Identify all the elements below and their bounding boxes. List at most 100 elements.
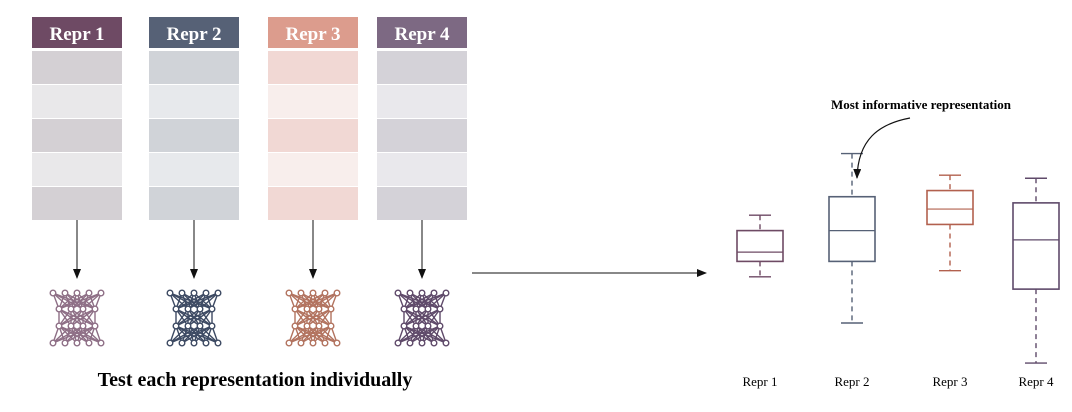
net-edge	[403, 292, 423, 310]
net-edge	[58, 308, 84, 327]
net-edge	[52, 325, 84, 344]
net-edge	[70, 292, 102, 310]
repr-header-label: Repr 2	[166, 24, 221, 45]
net-node	[321, 289, 329, 297]
repr-row	[32, 153, 122, 186]
repr-row	[268, 119, 358, 152]
repr-row	[377, 51, 467, 84]
net-node	[315, 305, 323, 313]
net-node	[436, 322, 444, 330]
repr-row	[268, 85, 358, 118]
repr-row	[149, 153, 239, 186]
net-edge	[415, 292, 447, 310]
net-edge	[175, 308, 201, 327]
net-edge	[82, 292, 102, 310]
net-node	[418, 339, 426, 347]
net-edge	[306, 292, 338, 310]
net-edge	[52, 325, 96, 344]
net-node	[214, 339, 222, 347]
repr-row	[268, 51, 358, 84]
net-edge	[199, 292, 219, 310]
net-edge	[187, 308, 213, 327]
net-node	[97, 339, 105, 347]
net-node	[291, 322, 299, 330]
category-label: Repr 3	[932, 374, 967, 389]
net-node	[285, 339, 293, 347]
category-label: Repr 4	[1018, 374, 1054, 389]
repr-row	[32, 187, 122, 220]
net-node	[400, 305, 408, 313]
net-edge	[288, 325, 308, 344]
repr-row	[268, 153, 358, 186]
repr-header-1	[32, 17, 122, 48]
net-node	[424, 305, 432, 313]
repr-row	[377, 153, 467, 186]
box	[828, 195, 876, 263]
net-node	[190, 289, 198, 297]
net-edge	[403, 308, 429, 327]
net-edge	[318, 292, 338, 310]
net-edge	[175, 292, 195, 310]
net-edge	[294, 292, 326, 310]
net-node	[196, 305, 204, 313]
net-edge	[169, 325, 189, 344]
net-node	[394, 289, 402, 297]
net-node	[178, 289, 186, 297]
net-edge	[403, 308, 441, 327]
net-edge	[193, 325, 213, 344]
net-node	[202, 289, 210, 297]
net-node	[442, 339, 450, 347]
net-node	[406, 289, 414, 297]
net-node	[91, 322, 99, 330]
net-node	[61, 289, 69, 297]
net-node	[85, 339, 93, 347]
annotation-arrow	[853, 117, 911, 179]
net-node	[309, 339, 317, 347]
net-edge	[64, 325, 96, 344]
neural-networks	[49, 289, 450, 347]
net-node	[394, 339, 402, 347]
net-node	[190, 339, 198, 347]
repr-header-label: Repr 3	[285, 24, 340, 45]
boxplot-4: Repr 4	[1012, 177, 1060, 389]
repr-row	[32, 51, 122, 84]
net-node	[406, 339, 414, 347]
net-node	[67, 305, 75, 313]
repr-header-label: Repr 1	[49, 24, 104, 45]
repr-row	[377, 85, 467, 118]
box	[926, 189, 974, 226]
repr-row	[149, 85, 239, 118]
net-edge	[288, 325, 332, 344]
net-node	[55, 322, 63, 330]
net-node	[442, 289, 450, 297]
net-node	[79, 305, 87, 313]
net-node	[327, 305, 335, 313]
net-edge	[409, 325, 441, 344]
net-node	[430, 339, 438, 347]
repr-header-3	[268, 17, 358, 48]
net-node	[291, 305, 299, 313]
category-label: Repr 1	[742, 374, 777, 389]
net-node	[285, 289, 293, 297]
net-edge	[70, 308, 96, 327]
net-node	[418, 289, 426, 297]
net-node	[400, 322, 408, 330]
repr-row	[32, 85, 122, 118]
repr-row	[377, 119, 467, 152]
repr-row	[268, 187, 358, 220]
neural-network-icon	[285, 289, 341, 347]
net-edge	[312, 325, 332, 344]
box	[1012, 202, 1060, 290]
repr-column-1: Repr 1	[32, 17, 122, 279]
net-edge	[300, 325, 332, 344]
net-edge	[294, 308, 332, 327]
boxplot-2: Repr 2	[828, 152, 876, 389]
net-edge	[175, 308, 213, 327]
net-edge	[175, 292, 219, 310]
box	[736, 229, 784, 263]
net-node	[178, 339, 186, 347]
net-edge	[58, 292, 90, 310]
repr-row	[32, 119, 122, 152]
net-edge	[76, 325, 96, 344]
